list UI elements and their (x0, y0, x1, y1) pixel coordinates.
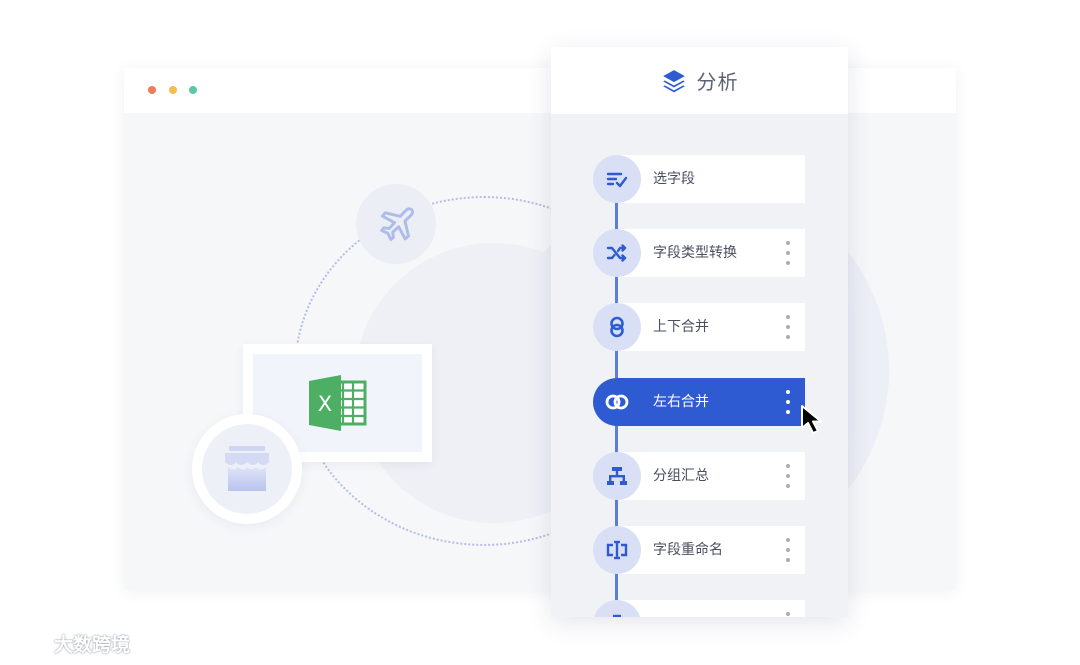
more-menu-icon[interactable] (785, 390, 791, 414)
panel-header: 分析 (551, 47, 848, 114)
shuffle-icon (606, 244, 627, 262)
vertical-merge-icon (610, 316, 624, 338)
panel-title: 分析 (696, 70, 739, 94)
watermark-text: 大数跨境 (54, 634, 131, 656)
step-label: 字段类型转换 (653, 245, 737, 261)
step-list: 选字段 字段类型转换 上下合并 (551, 47, 848, 617)
step-label: 字段重命名 (653, 542, 723, 558)
partial-icon (613, 614, 621, 617)
step-label: 左右合并 (653, 394, 709, 410)
excel-card: X (243, 344, 432, 462)
shop-badge (192, 414, 302, 524)
excel-icon: X (308, 375, 366, 431)
more-menu-icon[interactable] (785, 241, 791, 265)
step-field-rename[interactable]: 字段重命名 (593, 526, 805, 574)
svg-text:X: X (317, 392, 331, 416)
step-partial[interactable] (593, 600, 805, 617)
step-label: 选字段 (653, 171, 695, 187)
watermark: 大数跨境 (8, 630, 130, 657)
group-summary-icon (607, 467, 627, 485)
step-label: 上下合并 (653, 319, 709, 335)
step-field-type-convert[interactable]: 字段类型转换 (593, 229, 805, 277)
analysis-panel: 分析 选字段 字段类型转换 (551, 47, 848, 617)
step-vertical-merge[interactable]: 上下合并 (593, 303, 805, 351)
layers-icon (662, 69, 685, 92)
step-label: 分组汇总 (653, 468, 709, 484)
more-menu-icon[interactable] (785, 464, 791, 488)
shop-icon (225, 446, 269, 491)
rename-icon (606, 540, 628, 560)
horizontal-merge-icon (605, 394, 629, 410)
more-menu-icon[interactable] (785, 612, 791, 617)
step-horizontal-merge[interactable]: 左右合并 (593, 378, 805, 426)
step-group-summary[interactable]: 分组汇总 (593, 452, 805, 500)
watermark-logo-icon (10, 632, 48, 653)
more-menu-icon[interactable] (785, 315, 791, 339)
mouse-cursor-icon (801, 405, 822, 434)
minimize-dot[interactable] (169, 86, 177, 94)
more-menu-icon[interactable] (785, 538, 791, 562)
plane-icon (380, 207, 415, 242)
step-select-fields[interactable]: 选字段 (593, 155, 805, 203)
select-fields-icon (606, 172, 628, 188)
maximize-dot[interactable] (189, 86, 197, 94)
close-dot[interactable] (148, 86, 156, 94)
plane-badge (356, 184, 436, 264)
